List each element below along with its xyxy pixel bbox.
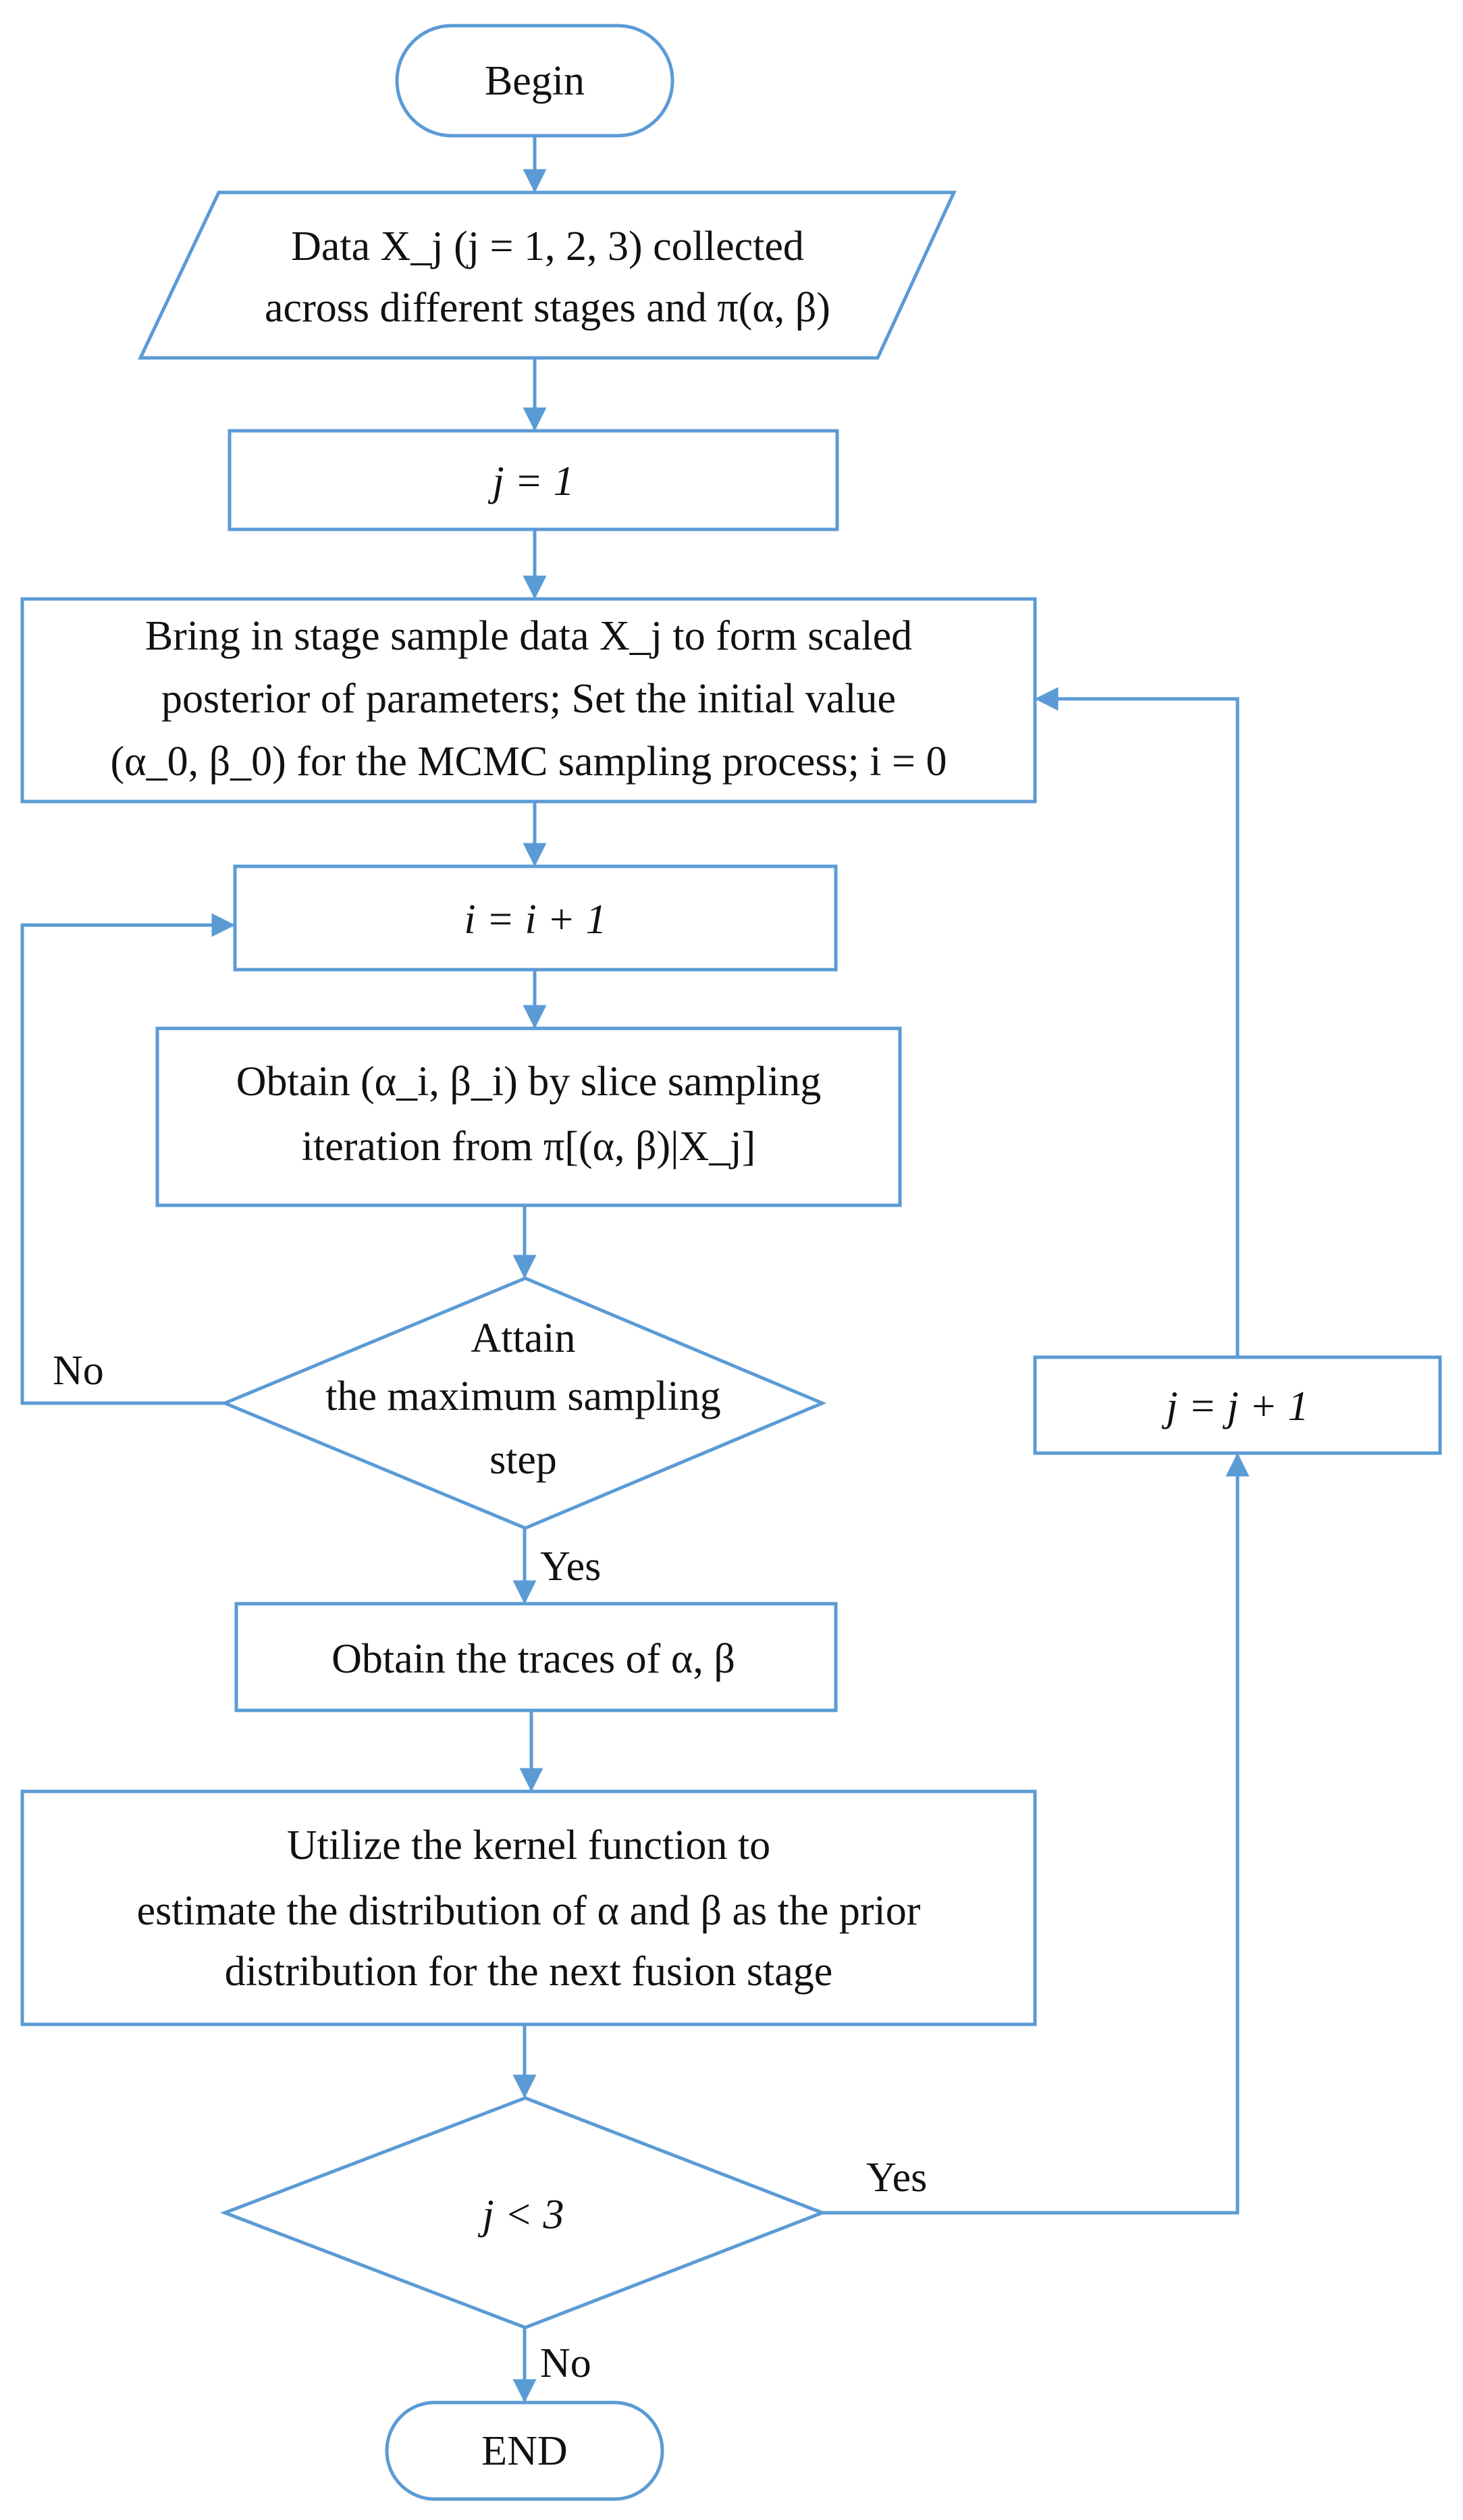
j-check-decision-node: j < 3 bbox=[219, 2096, 827, 2330]
kernel-node: Utilize the kernel function to estimate … bbox=[20, 1789, 1037, 2026]
stage-data-line2: posterior of parameters; Set the initial… bbox=[161, 676, 896, 722]
max-step-line2: the maximum sampling bbox=[325, 1373, 721, 1419]
j-check-label: j < 3 bbox=[477, 2192, 564, 2238]
slice-sampling-line1: Obtain (α_i, β_i) by slice sampling bbox=[236, 1059, 821, 1105]
incr-j-label: j = j + 1 bbox=[1161, 1384, 1308, 1429]
arrow-max-no-loop bbox=[20, 913, 236, 1405]
init-j-node: j = 1 bbox=[228, 429, 839, 531]
slice-sampling-line2: iteration from π[(α, β)|X_j] bbox=[302, 1124, 755, 1170]
input-data-node: Data X_j (j = 1, 2, 3) collected across … bbox=[138, 190, 957, 360]
begin-node: Begin bbox=[395, 24, 674, 138]
edge-label-j-no: No bbox=[540, 2340, 591, 2386]
incr-j-node: j = j + 1 bbox=[1033, 1355, 1442, 1455]
arrow-j-yes-to-incr-j bbox=[822, 1452, 1250, 2215]
kernel-line1: Utilize the kernel function to bbox=[287, 1822, 770, 1868]
init-j-label: j = 1 bbox=[487, 458, 574, 504]
input-data-line1: Data X_j (j = 1, 2, 3) collected bbox=[291, 224, 804, 269]
stage-data-line3: (α_0, β_0) for the MCMC sampling process… bbox=[110, 739, 947, 785]
edge-label-j-yes: Yes bbox=[866, 2155, 927, 2201]
traces-node: Obtain the traces of α, β bbox=[234, 1602, 838, 1712]
edge-label-max-yes: Yes bbox=[540, 1544, 601, 1590]
input-data-line2: across different stages and π(α, β) bbox=[265, 285, 830, 331]
arrow-incr-j-to-stage bbox=[1034, 687, 1240, 1357]
stage-data-node: Bring in stage sample data X_j to form s… bbox=[20, 597, 1037, 804]
kernel-line2: estimate the distribution of α and β as … bbox=[137, 1888, 921, 1934]
max-step-decision-node: Attain the maximum sampling step bbox=[220, 1276, 827, 1530]
max-step-line3: step bbox=[489, 1437, 557, 1483]
end-node: END bbox=[385, 2400, 664, 2501]
slice-sampling-node: Obtain (α_i, β_i) by slice sampling iter… bbox=[155, 1026, 902, 1207]
end-label: END bbox=[481, 2428, 567, 2474]
begin-label: Begin bbox=[485, 58, 585, 104]
kernel-line3: distribution for the next fusion stage bbox=[225, 1949, 833, 1995]
stage-data-line1: Bring in stage sample data X_j to form s… bbox=[145, 613, 912, 659]
incr-i-label: i = i + 1 bbox=[464, 897, 606, 943]
max-step-line1: Attain bbox=[471, 1315, 576, 1361]
edge-label-max-no: No bbox=[53, 1348, 104, 1394]
traces-label: Obtain the traces of α, β bbox=[331, 1636, 735, 1682]
incr-i-node: i = i + 1 bbox=[233, 864, 838, 972]
